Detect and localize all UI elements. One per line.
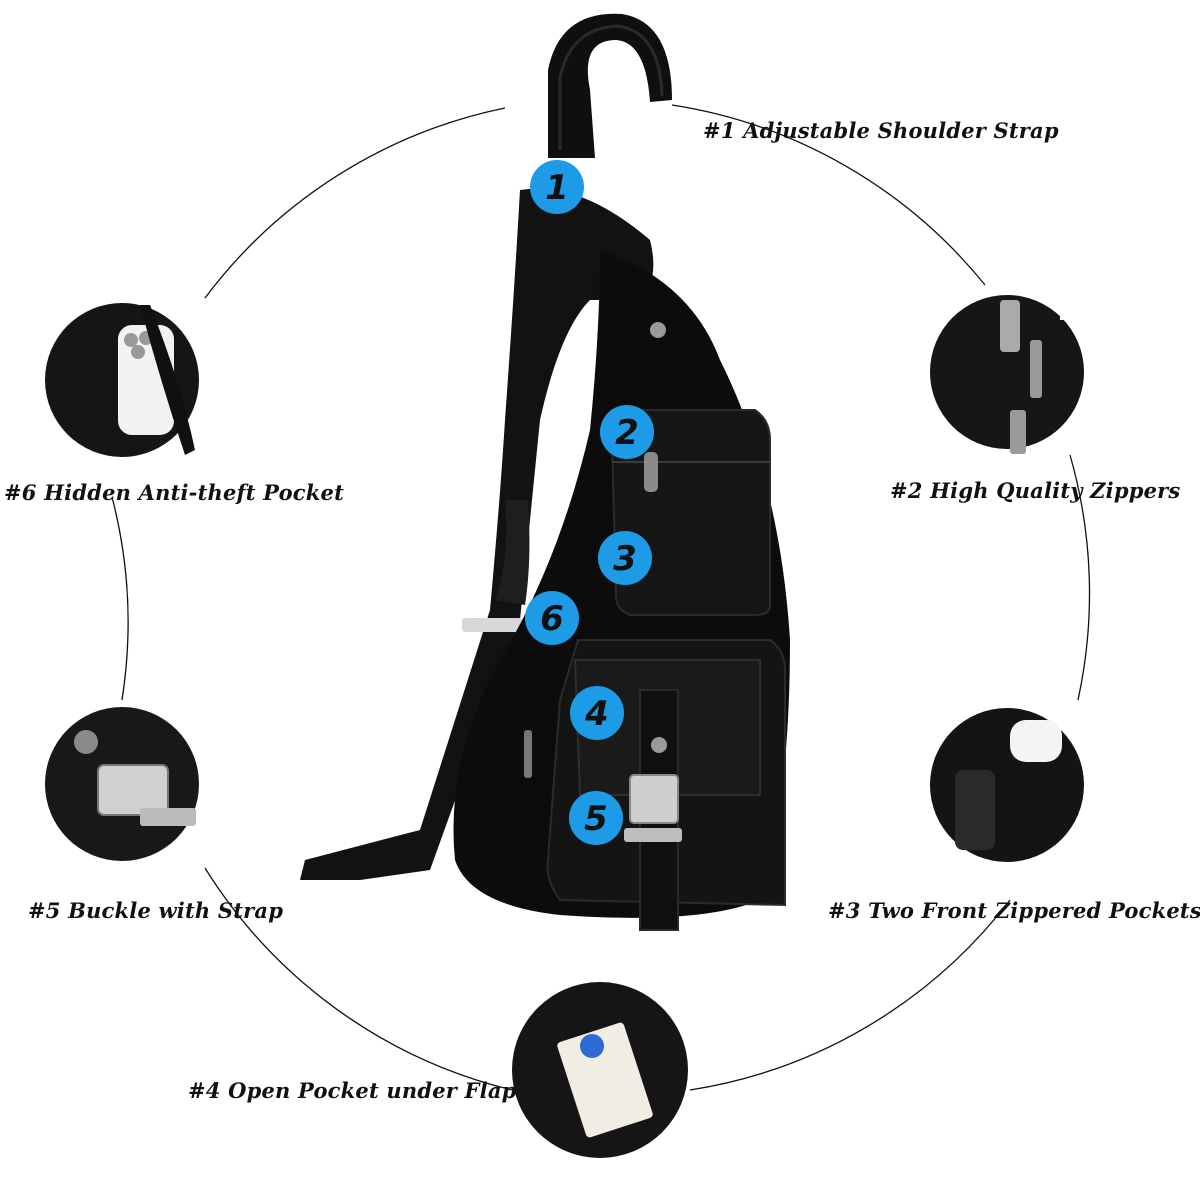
feature-label-4: #4 Open Pocket under Flap <box>188 1078 517 1103</box>
badge-2 <box>600 405 654 459</box>
badge-number-4: 4 <box>584 694 609 734</box>
badge-numbers: 1 2 3 6 4 5 <box>540 168 639 839</box>
badge-number-2: 2 <box>615 413 639 453</box>
strap-slider <box>462 618 522 632</box>
badge-4 <box>570 686 624 740</box>
detail-circle-hidden-pocket <box>45 303 199 457</box>
badge-number-5: 5 <box>584 799 608 839</box>
feature-label-5: #5 Buckle with Strap <box>28 898 284 923</box>
badge-number-1: 1 <box>545 168 569 208</box>
detail-circle-buckle <box>45 707 199 861</box>
badges <box>525 160 654 845</box>
metal-buckle <box>629 774 679 824</box>
zipper-pull <box>644 452 658 492</box>
strap-loop <box>548 13 672 158</box>
detail-circle-open-pocket <box>512 982 688 1158</box>
detail-circle-front-pockets <box>930 708 1084 862</box>
badge-3 <box>598 531 652 585</box>
feature-label-6: #6 Hidden Anti-theft Pocket <box>4 480 345 505</box>
snap-button <box>651 737 667 753</box>
badge-number-3: 3 <box>613 539 637 579</box>
detail-circle-zippers <box>930 290 1120 454</box>
feature-label-3: #3 Two Front Zippered Pockets <box>828 898 1200 923</box>
badge-5 <box>569 791 623 845</box>
badge-6 <box>525 591 579 645</box>
guide-circle <box>111 104 1091 1091</box>
badge-1 <box>530 160 584 214</box>
snap-button-top <box>650 322 666 338</box>
feature-label-2: #2 High Quality Zippers <box>890 478 1181 503</box>
badge-number-6: 6 <box>540 599 564 639</box>
feature-label-1: #1 Adjustable Shoulder Strap <box>703 118 1059 143</box>
